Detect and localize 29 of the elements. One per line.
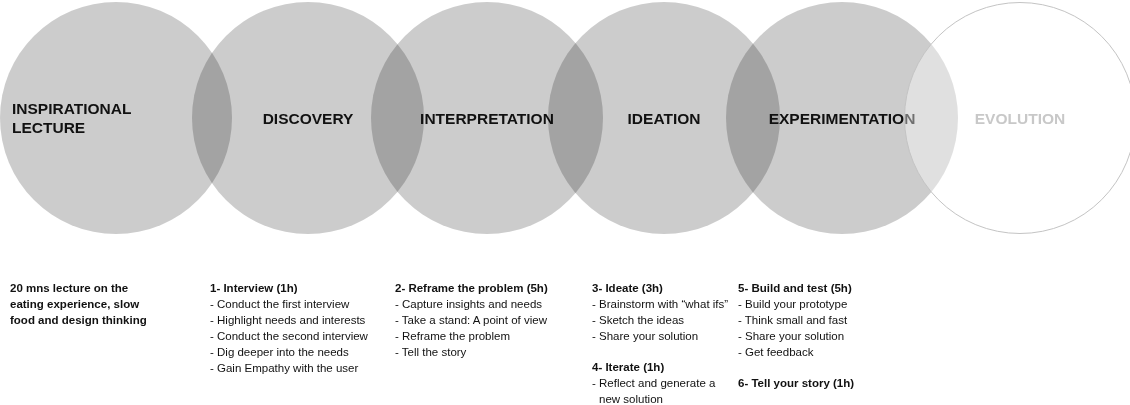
step-heading: 6- Tell your story (1h) [738, 376, 856, 391]
step-item: - Share your solution [738, 329, 846, 344]
step-item: - Highlight needs and interests [210, 313, 367, 328]
step-heading: 4- Iterate (1h) [592, 360, 666, 375]
step-item: - Capture insights and needs [395, 297, 544, 312]
step-item: - Reflect and generate a new solution [592, 376, 717, 405]
step-item: - Think small and fast [738, 313, 849, 328]
stage-title: INTERPRETATION [420, 108, 554, 128]
step-item: - Reframe the problem [395, 329, 512, 344]
step-item: - Share your solution [592, 329, 700, 344]
stage-title: IDEATION [627, 108, 701, 128]
step-item: - Get feedback [738, 345, 815, 360]
step-heading: 3- Ideate (3h) [592, 281, 664, 296]
step-item: - Take a stand: A point of view [395, 313, 548, 328]
step-item: - Conduct the second interview [210, 329, 369, 344]
step-item: - Conduct the first interview [210, 297, 351, 312]
step-heading: 5- Build and test (5h) [738, 281, 853, 296]
step-item: - Dig deeper into the needs [210, 345, 350, 360]
step-item: - Brainstorm with “what ifs” [592, 297, 730, 312]
lecture-note: 20 mns lecture on the eating experience, slow food and design thinking [10, 281, 148, 328]
step-item: - Build your prototype [738, 297, 849, 312]
step-heading: 1- Interview (1h) [210, 281, 299, 296]
stage-title: INSPIRATIONAL LECTURE [12, 99, 133, 137]
stage-title: DISCOVERY [262, 108, 354, 128]
step-heading: 2- Reframe the problem (5h) [395, 281, 549, 296]
stage-title: EXPERIMENTATION [768, 108, 916, 128]
step-item: - Sketch the ideas [592, 313, 686, 328]
step-item: - Gain Empathy with the user [210, 361, 360, 376]
step-item: - Tell the story [395, 345, 468, 360]
